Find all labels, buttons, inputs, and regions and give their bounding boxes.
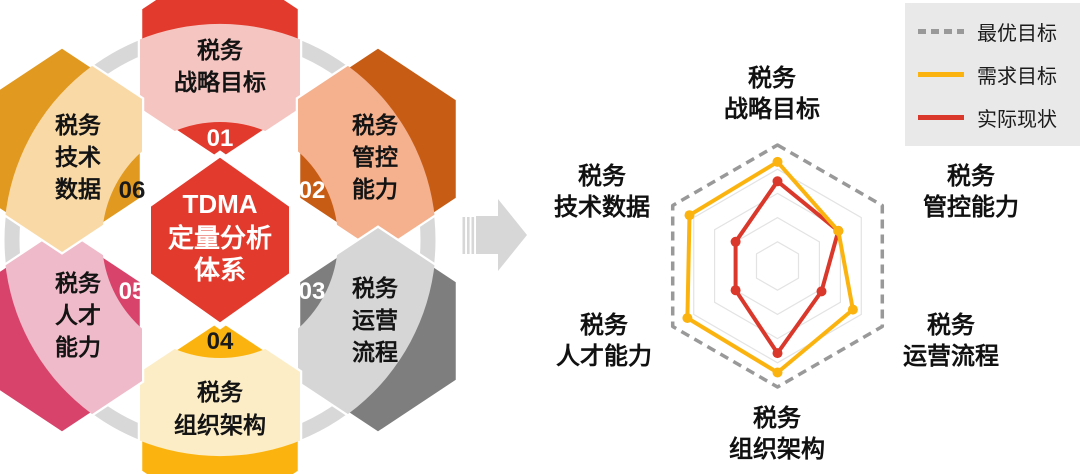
petal-03-number: 03 <box>299 278 326 305</box>
radar-point-需求目标-税务技术数据 <box>684 210 695 221</box>
axis-label-line: 税务 <box>580 312 628 339</box>
radar-series-最优目标 <box>670 143 885 389</box>
arrow-shaft <box>476 216 498 254</box>
tdma-hexagon-diagram: 税务 战略目标 01 税务 管控 能力 02 税务 运营 流程 03 税务 <box>0 0 527 474</box>
petal-03-label-line2: 运营 <box>352 307 398 333</box>
petal-02-label-line2: 管控 <box>352 144 398 170</box>
center-title-line2: 定量分析 <box>168 223 272 253</box>
legend-label-demand: 需求目标 <box>977 66 1057 88</box>
petal-04: 税务 组织架构 04 <box>137 316 303 474</box>
axis-label-line: 税务 <box>748 65 796 92</box>
petal-05-label-line2: 人才 <box>55 302 101 328</box>
radar-point-需求目标-税务运营流程 <box>847 304 858 315</box>
petal-06-label-line2: 技术 <box>55 144 101 170</box>
petal-01-label-line1: 税务 <box>197 37 244 63</box>
legend-label-optimal: 最优目标 <box>977 23 1057 45</box>
radar-axis-label-control: 税务 管控能力 <box>923 161 1019 223</box>
petal-06-label-line1: 税务 <box>55 112 102 138</box>
petal-02: 税务 管控 能力 02 <box>295 43 461 255</box>
axis-label-line: 技术数据 <box>554 194 650 221</box>
radar-point-实际现状-税务技术数据 <box>730 236 741 247</box>
petal-02-label-line1: 税务 <box>352 112 399 138</box>
axis-label-line: 税务 <box>578 163 626 190</box>
radar-axis-label-strategy: 税务 战略目标 <box>724 63 820 125</box>
radar-point-需求目标-税务战略目标 <box>772 156 783 167</box>
petal-06: 税务 技术 数据 06 <box>0 43 146 255</box>
radar-series-实际现状 <box>733 179 841 356</box>
petal-04-number: 04 <box>207 328 234 355</box>
legend-label-actual: 实际现状 <box>977 109 1057 131</box>
radar-point-需求目标-税务管控能力 <box>833 225 844 236</box>
arrow-bar-3 <box>471 217 475 254</box>
petal-05-label-line3: 能力 <box>55 334 101 360</box>
axis-label-line: 组织架构 <box>729 436 825 463</box>
petal-02-number: 02 <box>299 177 326 204</box>
center-hexagon-shape <box>145 150 295 330</box>
petal-04-light-band <box>140 319 300 457</box>
radar-axis-label-operation: 税务 运营流程 <box>903 310 999 372</box>
legend-item-optimal: 最优目标 <box>918 17 1080 46</box>
right-arrow-icon <box>462 199 527 271</box>
arrow-head <box>498 199 527 271</box>
axis-label-line: 税务 <box>947 163 995 190</box>
petal-06-label-line3: 数据 <box>55 176 101 202</box>
legend-dashed-line-swatch <box>918 29 964 34</box>
petal-01: 税务 战略目标 01 <box>137 0 303 164</box>
radar-point-实际现状-税务人才能力 <box>730 285 741 296</box>
axis-label-line: 人才能力 <box>556 343 652 370</box>
axis-label-line: 税务 <box>927 312 975 339</box>
center-title-line1: TDMA <box>182 189 257 219</box>
radar-point-实际现状-税务战略目标 <box>772 176 783 187</box>
petal-03-label-line1: 税务 <box>352 275 399 301</box>
petal-01-label-line2: 战略目标 <box>174 69 266 95</box>
axis-label-line: 运营流程 <box>903 343 999 370</box>
arrow-bar-2 <box>467 217 470 254</box>
petal-02-label-line3: 能力 <box>352 176 398 202</box>
radar-point-需求目标-税务组织架构 <box>772 367 783 378</box>
radar-point-需求目标-税务人才能力 <box>682 313 693 323</box>
petal-05: 税务 人才 能力 05 <box>0 225 146 437</box>
center-hexagon: TDMA 定量分析 体系 <box>145 150 295 330</box>
legend-red-line-swatch <box>918 115 964 120</box>
petal-01-light-band <box>140 23 300 161</box>
legend-item-actual: 实际现状 <box>918 103 1080 132</box>
radar-axis-label-talent: 税务 人才能力 <box>556 310 652 372</box>
radar-legend: 最优目标 需求目标 实际现状 <box>905 3 1080 146</box>
legend-item-demand: 需求目标 <box>918 60 1080 89</box>
radar-point-实际现状-税务组织架构 <box>772 348 783 359</box>
axis-label-line: 战略目标 <box>724 96 820 123</box>
petal-05-label-line1: 税务 <box>55 270 102 296</box>
radar-axis-label-organization: 税务 组织架构 <box>729 403 825 465</box>
axis-label-line: 税务 <box>753 405 801 432</box>
petal-05-number: 05 <box>119 278 146 305</box>
petal-06-number: 06 <box>119 177 146 204</box>
petal-03-label-line3: 流程 <box>352 339 398 365</box>
petal-01-number: 01 <box>207 125 234 152</box>
radar-grid-level-2 <box>735 216 820 316</box>
center-title-line3: 体系 <box>194 255 246 285</box>
radar-grid-level-1 <box>755 241 800 291</box>
radar-chart <box>670 143 885 389</box>
petal-04-label-line2: 组织架构 <box>174 412 266 438</box>
petal-03: 税务 运营 流程 03 <box>295 225 461 437</box>
legend-yellow-line-swatch <box>918 72 964 77</box>
arrow-bar-1 <box>462 217 466 254</box>
axis-label-line: 管控能力 <box>923 194 1019 221</box>
radar-point-实际现状-税务运营流程 <box>816 286 827 297</box>
petal-04-label-line1: 税务 <box>197 379 244 405</box>
radar-axis-label-technology: 税务 技术数据 <box>554 161 650 223</box>
radar-plot-area <box>670 143 885 389</box>
